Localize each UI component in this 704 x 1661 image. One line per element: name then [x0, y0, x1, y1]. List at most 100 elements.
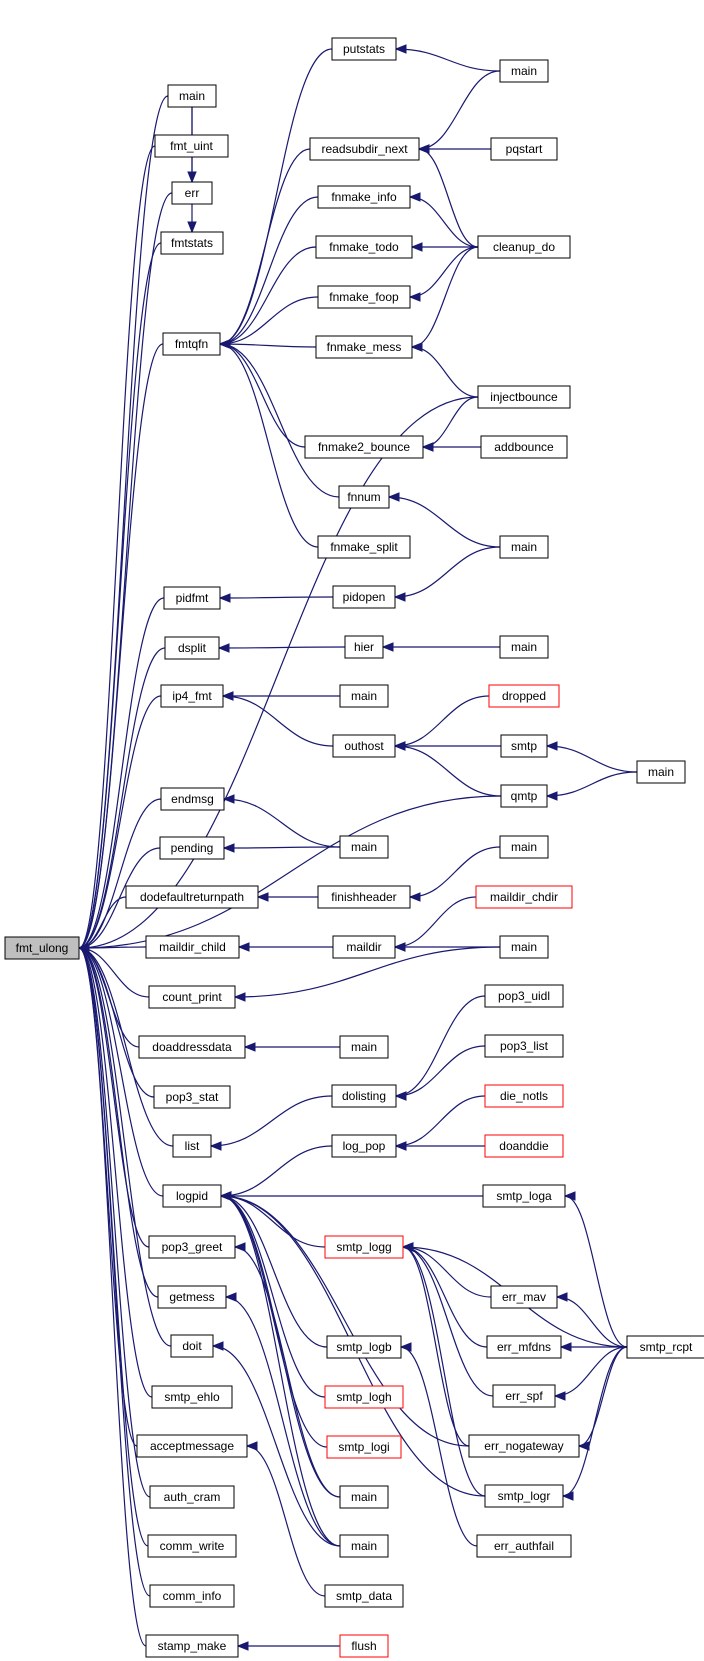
node-hier[interactable]: hier: [344, 635, 384, 659]
node-main-ip4[interactable]: main: [339, 684, 389, 708]
edge-cleanup-do-to-fnmake-info: [408, 192, 479, 248]
node-main-endmsg[interactable]: main: [339, 835, 389, 859]
edge-arrowhead: [394, 44, 407, 54]
node-main-c3b[interactable]: main: [339, 1534, 389, 1558]
node-box: [339, 835, 389, 859]
node-err[interactable]: err: [171, 181, 213, 205]
edge-flush-to-stamp-make: [236, 1641, 341, 1651]
node-fnmake-mess[interactable]: fnmake_mess: [315, 335, 413, 359]
node-smtp-rcpt[interactable]: smtp_rcpt: [626, 1335, 704, 1359]
node-box: [164, 636, 220, 660]
node-main-hier[interactable]: main: [499, 635, 549, 659]
node-list[interactable]: list: [172, 1134, 212, 1158]
node-fnmake2-bounce[interactable]: fnmake2_bounce: [304, 435, 424, 459]
node-pidfmt[interactable]: pidfmt: [163, 586, 221, 610]
node-smtp-logb[interactable]: smtp_logb: [326, 1335, 402, 1359]
node-dsplit[interactable]: dsplit: [164, 636, 220, 660]
node-fmtstats[interactable]: fmtstats: [160, 231, 224, 255]
node-fnmake-foop[interactable]: fnmake_foop: [317, 285, 411, 309]
node-main-fh[interactable]: main: [499, 835, 549, 859]
node-auth-cram[interactable]: auth_cram: [149, 1485, 235, 1509]
node-addbounce[interactable]: addbounce: [480, 435, 568, 459]
node-pop3-uidl[interactable]: pop3_uidl: [484, 984, 564, 1008]
node-main-pid[interactable]: main: [499, 535, 549, 559]
node-injectbounce[interactable]: injectbounce: [477, 385, 571, 409]
node-maildir[interactable]: maildir: [332, 935, 396, 959]
node-smtp-logi[interactable]: smtp_logi: [326, 1435, 402, 1459]
node-main-smtp[interactable]: main: [636, 760, 686, 784]
node-err-mav[interactable]: err_mav: [490, 1285, 558, 1309]
node-box: [317, 885, 411, 909]
node-smtp-loga[interactable]: smtp_loga: [482, 1184, 566, 1208]
edge-main-smtp-to-qmtp: [545, 771, 638, 801]
node-logpid[interactable]: logpid: [162, 1184, 222, 1208]
node-pop3-greet[interactable]: pop3_greet: [148, 1235, 236, 1259]
node-smtp-logg[interactable]: smtp_logg: [324, 1235, 404, 1259]
edge-arrowhead: [410, 242, 423, 252]
node-ip4-fmt[interactable]: ip4_fmt: [160, 684, 224, 708]
node-outhost[interactable]: outhost: [332, 734, 396, 758]
node-label: main: [351, 689, 377, 703]
node-main-md[interactable]: main: [499, 935, 549, 959]
node-doaddressdata[interactable]: doaddressdata: [138, 1035, 246, 1059]
edge-arrowhead: [233, 1242, 246, 1252]
node-main1[interactable]: main: [167, 84, 217, 108]
edge-auth-cram-to-fmt-ulong: [77, 943, 151, 1498]
node-fnnum[interactable]: fnnum: [338, 485, 390, 509]
node-fmtqfn[interactable]: fmtqfn: [162, 332, 221, 356]
node-qmtp[interactable]: qmtp: [500, 784, 548, 808]
node-stamp-make[interactable]: stamp_make: [145, 1634, 239, 1658]
node-putstats[interactable]: putstats: [331, 37, 397, 61]
node-fmt-uint[interactable]: fmt_uint: [154, 134, 229, 158]
node-err-authfail[interactable]: err_authfail: [476, 1534, 572, 1558]
node-finishheader[interactable]: finishheader: [317, 885, 411, 909]
node-fnmake-split[interactable]: fnmake_split: [317, 535, 411, 559]
node-box: [488, 684, 560, 708]
node-flush[interactable]: flush: [339, 1634, 389, 1658]
node-err-nogateway[interactable]: err_nogateway: [468, 1434, 580, 1458]
node-label: maildir: [346, 940, 381, 954]
node-doit[interactable]: doit: [170, 1334, 214, 1358]
node-count-print[interactable]: count_print: [148, 985, 236, 1009]
node-dolisting[interactable]: dolisting: [331, 1084, 397, 1108]
node-readsubdir-next[interactable]: readsubdir_next: [309, 137, 420, 161]
node-getmess[interactable]: getmess: [157, 1285, 227, 1309]
edge-log-pop-to-logpid: [219, 1145, 333, 1201]
node-acceptmessage[interactable]: acceptmessage: [136, 1434, 248, 1458]
node-cleanup-do[interactable]: cleanup_do: [477, 235, 571, 259]
node-main-put[interactable]: main: [499, 59, 549, 83]
node-err-mfdns[interactable]: err_mfdns: [486, 1335, 562, 1359]
node-fmt-ulong[interactable]: fmt_ulong: [4, 936, 80, 960]
node-pending[interactable]: pending: [159, 836, 225, 860]
node-maildir-chdir[interactable]: maildir_chdir: [475, 885, 573, 909]
node-die-notls[interactable]: die_notls: [484, 1084, 564, 1108]
node-smtp-logr[interactable]: smtp_logr: [484, 1484, 564, 1508]
node-main-doaddr[interactable]: main: [339, 1035, 389, 1059]
node-maildir-child[interactable]: maildir_child: [145, 935, 240, 959]
node-comm-write[interactable]: comm_write: [147, 1534, 237, 1558]
node-box: [138, 1035, 246, 1059]
node-endmsg[interactable]: endmsg: [160, 787, 225, 811]
node-pop3-list[interactable]: pop3_list: [484, 1034, 564, 1058]
node-pqstart[interactable]: pqstart: [490, 137, 558, 161]
node-dropped[interactable]: dropped: [488, 684, 560, 708]
node-log-pop[interactable]: log_pop: [331, 1134, 397, 1158]
node-box: [160, 787, 225, 811]
node-doanddie[interactable]: doanddie: [484, 1134, 564, 1158]
node-smtp-logh[interactable]: smtp_logh: [324, 1385, 404, 1409]
node-pidopen[interactable]: pidopen: [332, 585, 396, 609]
node-comm-info[interactable]: comm_info: [149, 1584, 235, 1608]
node-smtp-data[interactable]: smtp_data: [324, 1584, 404, 1608]
edge-fnmake-info-to-fmtqfn: [218, 196, 319, 349]
node-fnmake-info[interactable]: fnmake_info: [317, 185, 411, 209]
edge-line: [78, 947, 172, 1347]
node-main-c3a[interactable]: main: [339, 1485, 389, 1509]
edge-line: [78, 145, 156, 949]
node-fnmake-todo[interactable]: fnmake_todo: [315, 235, 413, 259]
node-pop3-stat[interactable]: pop3_stat: [153, 1085, 231, 1109]
node-smtp-ehlo[interactable]: smtp_ehlo: [151, 1385, 233, 1409]
node-dodefaultreturnpath[interactable]: dodefaultreturnpath: [125, 885, 259, 909]
node-smtp[interactable]: smtp: [500, 734, 548, 758]
node-err-spf[interactable]: err_spf: [492, 1384, 556, 1408]
edge-dropped-to-outhost: [393, 695, 490, 751]
